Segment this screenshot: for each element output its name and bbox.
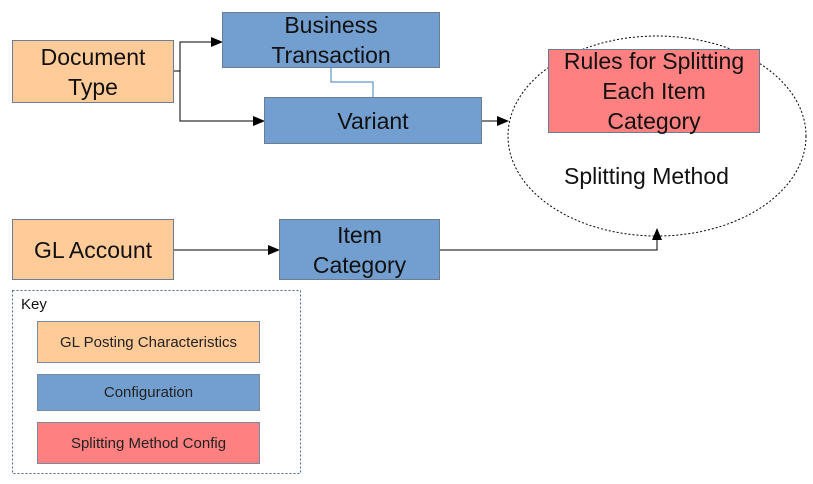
splitting-method-label: Splitting Method	[564, 163, 729, 189]
document-type-node: Document Type	[12, 40, 174, 103]
arrow-item-category-to-splitting-method	[440, 228, 662, 251]
key-configuration: Configuration	[37, 374, 260, 411]
item-category-node: Item Category	[279, 219, 440, 280]
variant-node: Variant	[264, 97, 482, 144]
connector-business-transaction-variant	[330, 68, 374, 97]
key-gl-posting-characteristics: GL Posting Characteristics	[37, 321, 260, 363]
arrow-document-type-to-variant	[179, 71, 265, 126]
arrow-document-type-to-business-transaction	[174, 37, 223, 72]
business-transaction-node: Business Transaction	[222, 12, 440, 68]
key-title: Key	[21, 296, 47, 313]
key-border	[12, 290, 301, 474]
gl-account-node: GL Account	[12, 219, 174, 280]
rules-for-splitting-node: Rules for Splitting Each Item Category	[548, 48, 760, 134]
key-splitting-method-config: Splitting Method Config	[37, 422, 260, 464]
